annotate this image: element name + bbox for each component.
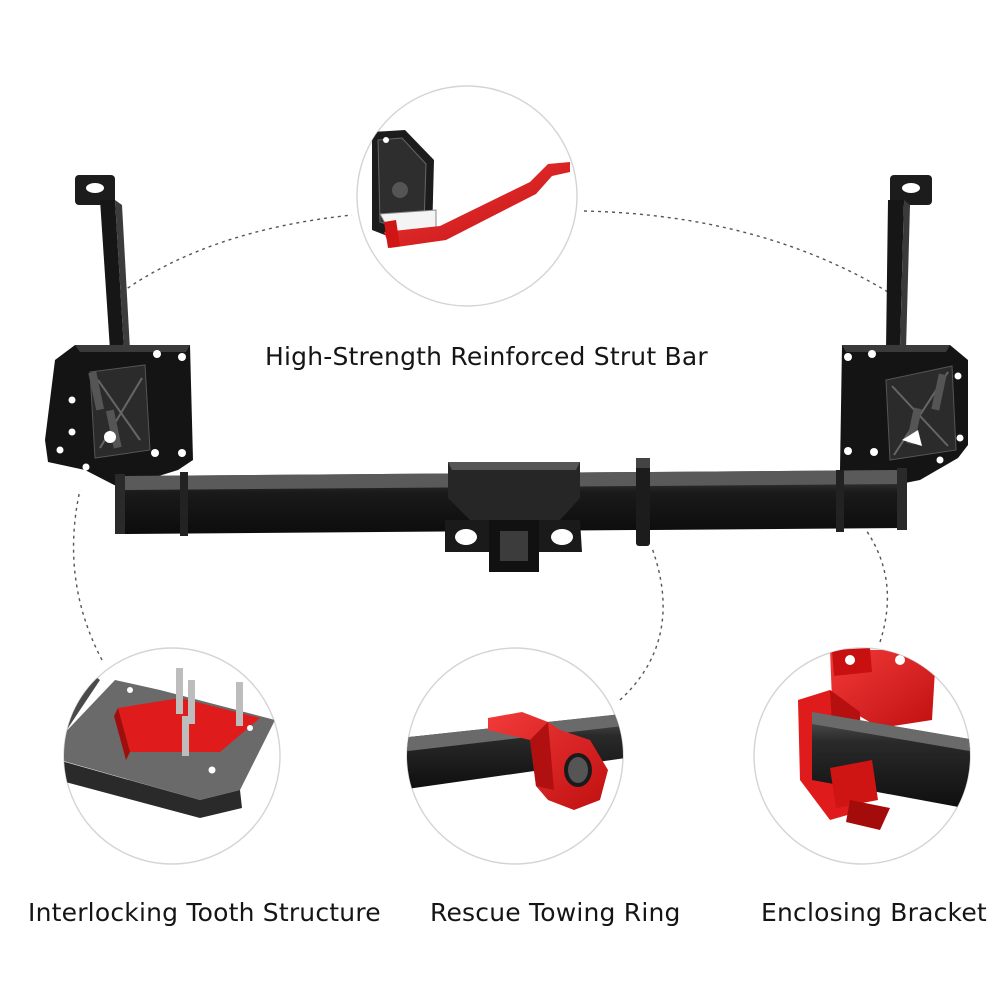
dashed-connector-lines (72, 210, 889, 701)
connector-bracket (865, 529, 889, 643)
caption-strut-bar: High-Strength Reinforced Strut Bar (265, 342, 708, 371)
callout-towing-ring (406, 647, 624, 865)
left-side-plate (45, 345, 193, 488)
caption-towing-ring: Rescue Towing Ring (430, 898, 681, 927)
callout-tooth-structure (63, 647, 281, 865)
caption-enclosing-bracket: Enclosing Bracket (761, 898, 987, 927)
connector-left-arc (121, 214, 353, 293)
hitch-assembly (45, 175, 968, 572)
receiver-housing (445, 462, 582, 572)
right-mount-strap (886, 175, 932, 350)
right-side-plate (840, 345, 968, 488)
callout-enclosing-bracket (753, 647, 971, 865)
connector-right-arc (583, 210, 889, 293)
left-mount-strap (75, 175, 130, 350)
connector-tooth (72, 489, 103, 661)
caption-tooth-structure: Interlocking Tooth Structure (28, 898, 381, 927)
connector-ring (619, 547, 664, 701)
callout-strut-bar (356, 85, 578, 307)
